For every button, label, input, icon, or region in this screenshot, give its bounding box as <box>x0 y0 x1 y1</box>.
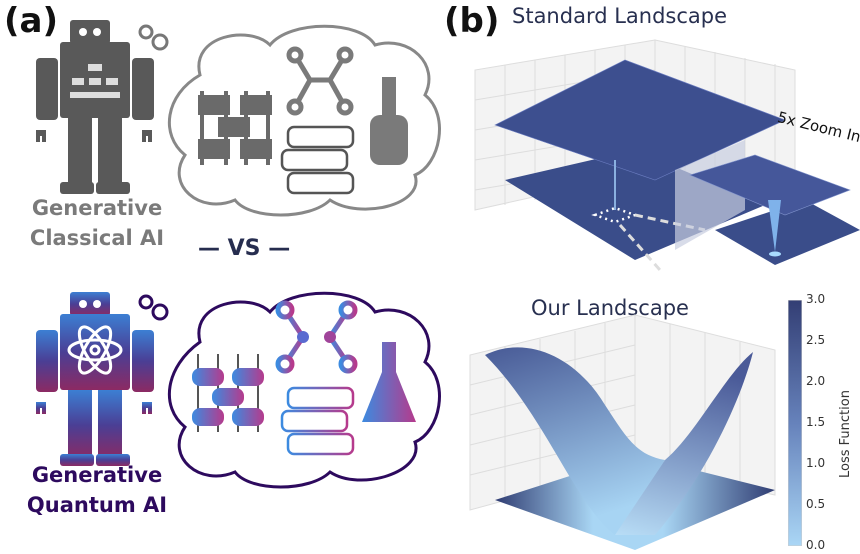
colorbar-tick: 0.0 <box>806 538 826 552</box>
molecule-icon <box>275 300 358 374</box>
colorbar-label: Loss Function <box>838 390 853 478</box>
colorbar-tick: 2.5 <box>806 333 826 347</box>
our-landscape-title: Our Landscape <box>531 296 689 320</box>
colorbar-tick: 3.0 <box>806 292 826 306</box>
classical-robot-icon <box>36 20 154 194</box>
quantum-ai-label: Generative Quantum AI <box>22 460 172 520</box>
zoom-inset <box>675 140 860 265</box>
classical-thought-bubbles-icon <box>138 24 169 51</box>
atom-icon <box>67 325 123 375</box>
org-chart-icon <box>70 64 120 98</box>
colorbar-tick: 2.0 <box>806 374 826 388</box>
our-surface-left-slope <box>485 347 665 535</box>
quantum-thought-cloud <box>168 291 441 489</box>
classical-title-line2: Classical AI <box>29 226 165 250</box>
colorbar-tick: 1.5 <box>806 415 826 429</box>
quantum-title-line1: Generative <box>31 463 163 487</box>
books-icon <box>280 125 355 195</box>
flask-icon <box>362 342 416 422</box>
books-icon <box>280 386 355 456</box>
standard-rugged-surface <box>494 59 786 181</box>
molecule-icon <box>286 46 354 116</box>
quantum-thought-bubbles-icon <box>138 294 169 321</box>
panel-b-label: (b) <box>444 1 500 41</box>
standard-landscape-plot <box>474 39 860 271</box>
our-landscape-plot <box>469 314 776 550</box>
quantum-title-line2: Quantum AI <box>26 493 168 517</box>
standard-landscape-title: Standard Landscape <box>512 4 728 28</box>
classical-title-line1: Generative <box>31 196 163 220</box>
colorbar-tick: 0.5 <box>806 497 826 511</box>
vs-separator: — VS — <box>198 236 291 261</box>
quantum-robot-icon <box>36 292 154 466</box>
zoom-connector-line-2 <box>618 224 662 271</box>
colorbar <box>788 300 802 546</box>
circuit-icon <box>198 91 272 165</box>
classical-ai-label: Generative Classical AI <box>22 193 172 253</box>
colorbar-tick: 1.0 <box>806 456 826 470</box>
flask-icon <box>370 77 408 165</box>
quantum-circuit-icon <box>192 354 264 432</box>
our-surface-right-slope <box>615 352 753 535</box>
classical-thought-cloud <box>168 24 441 217</box>
panel-a-label: (a) <box>4 1 59 41</box>
